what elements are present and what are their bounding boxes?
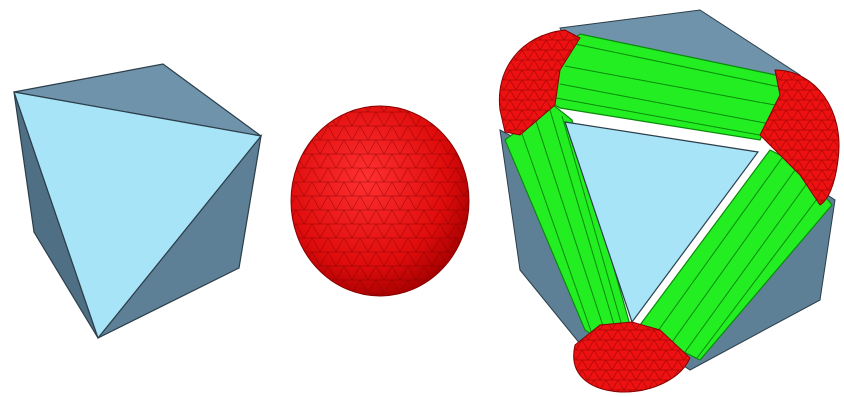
corner-mesh-top-left [499,30,580,135]
cylinder-right-lines [654,157,821,359]
cylinder-top-lines [555,43,786,137]
sphere-mesh [291,106,469,296]
corner-mesh-right [760,70,840,205]
rounded-tetrahedron-panel [498,9,840,393]
tetrahedron-panel [13,63,263,340]
corner-mesh-bottom [573,322,690,393]
cylinder-left-lines [519,109,623,335]
hull-front-face [564,121,760,324]
tetra-front-face [13,91,263,340]
sphere-panel [290,105,470,297]
